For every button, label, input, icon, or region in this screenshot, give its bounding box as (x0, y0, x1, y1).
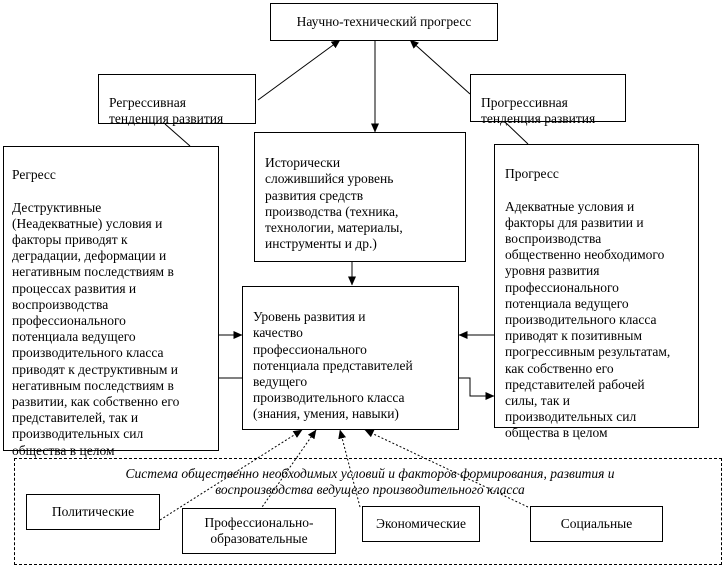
arrow-professional-to-central (259, 429, 317, 511)
line-regress-to-tendency (164, 123, 191, 147)
factor-economic-label: Экономические (376, 515, 466, 531)
system-frame (14, 458, 722, 565)
central-label: Уровень развития и качество профессионал… (253, 309, 413, 422)
arrow-regressive-to-ntp (257, 39, 341, 101)
regress-body: Деструктивные (Неадекватные) условия и ф… (12, 199, 180, 458)
progressive-tendency-box: Прогрессивная тенденция развития (470, 74, 626, 126)
system-caption: Система общественно необходимых условий … (125, 466, 615, 497)
factor-political-label: Политические (51, 503, 135, 519)
progress-body: Адекватные условия и факторы для развити… (505, 198, 671, 441)
progressive-tendency-label: Прогрессивная тенденция развития (481, 95, 596, 127)
factor-economic-box: Экономические (362, 506, 480, 542)
regress-title: Регресс (12, 167, 56, 183)
factor-social-box: Социальные (530, 506, 663, 542)
historical-level-label: Исторически сложившийся уровень развития… (265, 155, 403, 252)
progress-title: Прогресс (505, 166, 559, 182)
central-box: Уровень развития и качество профессионал… (242, 286, 459, 430)
factor-political-box: Политические (26, 494, 160, 530)
arrow-central-to-progress (458, 377, 495, 400)
progress-box: Прогресс Адекватные условия и факторы дл… (494, 144, 699, 440)
arrow-economic-to-central (338, 429, 361, 508)
ntp-box: Научно-технический прогресс (270, 3, 498, 41)
regressive-tendency-label: Регрессивная тенденция развития (109, 95, 224, 127)
arrow-political-to-central (159, 429, 303, 521)
factor-social-label: Социальные (560, 515, 633, 531)
line-progress-to-tendency (504, 121, 529, 145)
factor-professional-box: Профессионально- образовательные (182, 508, 336, 554)
regressive-tendency-box: Регрессивная тенденция развития (98, 74, 256, 127)
ntp-label: Научно-технический прогресс (296, 13, 472, 29)
regress-box: Регресс Деструктивные (Неадекватные) усл… (3, 146, 219, 458)
arrow-progressive-to-ntp (409, 39, 471, 95)
factor-professional-label: Профессионально- образовательные (204, 514, 314, 546)
historical-level-box: Исторически сложившийся уровень развития… (254, 132, 466, 262)
